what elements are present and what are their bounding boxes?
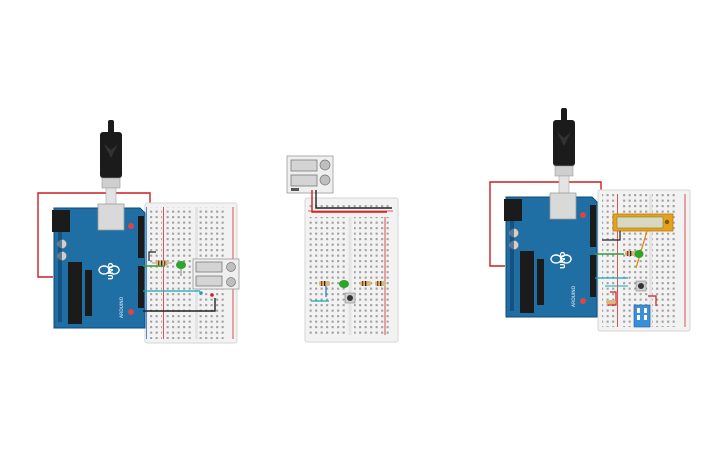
resistor[interactable] [375, 281, 386, 286]
red-wire[interactable] [489, 181, 602, 267]
lcd-icon[interactable] [612, 213, 674, 232]
resistor[interactable] [625, 251, 636, 256]
usb-cable-icon[interactable] [553, 108, 575, 199]
resistor[interactable] [319, 281, 330, 286]
red-wire-2[interactable] [608, 291, 617, 306]
pushbutton-icon[interactable] [344, 292, 356, 304]
red-wire[interactable] [311, 190, 387, 213]
led-icon[interactable] [634, 250, 644, 258]
orange-wire[interactable] [635, 230, 648, 269]
resistor[interactable] [360, 281, 371, 286]
black-wire-2[interactable] [148, 251, 156, 261]
circuit-2[interactable] [286, 155, 399, 343]
led-icon[interactable] [339, 280, 349, 288]
arduino-brand-label: ARDUINO [571, 285, 577, 307]
arduino-model-label: UNO [559, 251, 567, 269]
led-icon[interactable] [176, 261, 186, 276]
circuit-1[interactable]: UNO ARDUINO [37, 120, 240, 344]
arduino-model-label: UNO [107, 262, 115, 280]
relay-icon[interactable] [192, 258, 240, 290]
resistor[interactable] [152, 260, 172, 266]
black-wire[interactable] [602, 231, 621, 241]
circuit-3[interactable]: UNO ARDUINO [489, 108, 691, 332]
black-wire[interactable] [315, 190, 392, 209]
arduino-uno[interactable]: UNO ARDUINO [504, 192, 598, 318]
black-wire[interactable] [143, 298, 216, 312]
red-wire-3[interactable] [648, 295, 657, 306]
breadboard[interactable] [304, 197, 399, 343]
resistor[interactable] [606, 300, 616, 304]
red-wire[interactable] [37, 192, 151, 278]
pushbutton-icon[interactable] [635, 280, 647, 292]
arduino-brand-label: ARDUINO [119, 296, 125, 318]
relay-icon[interactable] [286, 155, 334, 194]
usb-cable-icon[interactable] [100, 120, 122, 211]
arduino-uno[interactable]: UNO ARDUINO [52, 203, 146, 329]
dip-switch-icon[interactable] [633, 304, 651, 328]
